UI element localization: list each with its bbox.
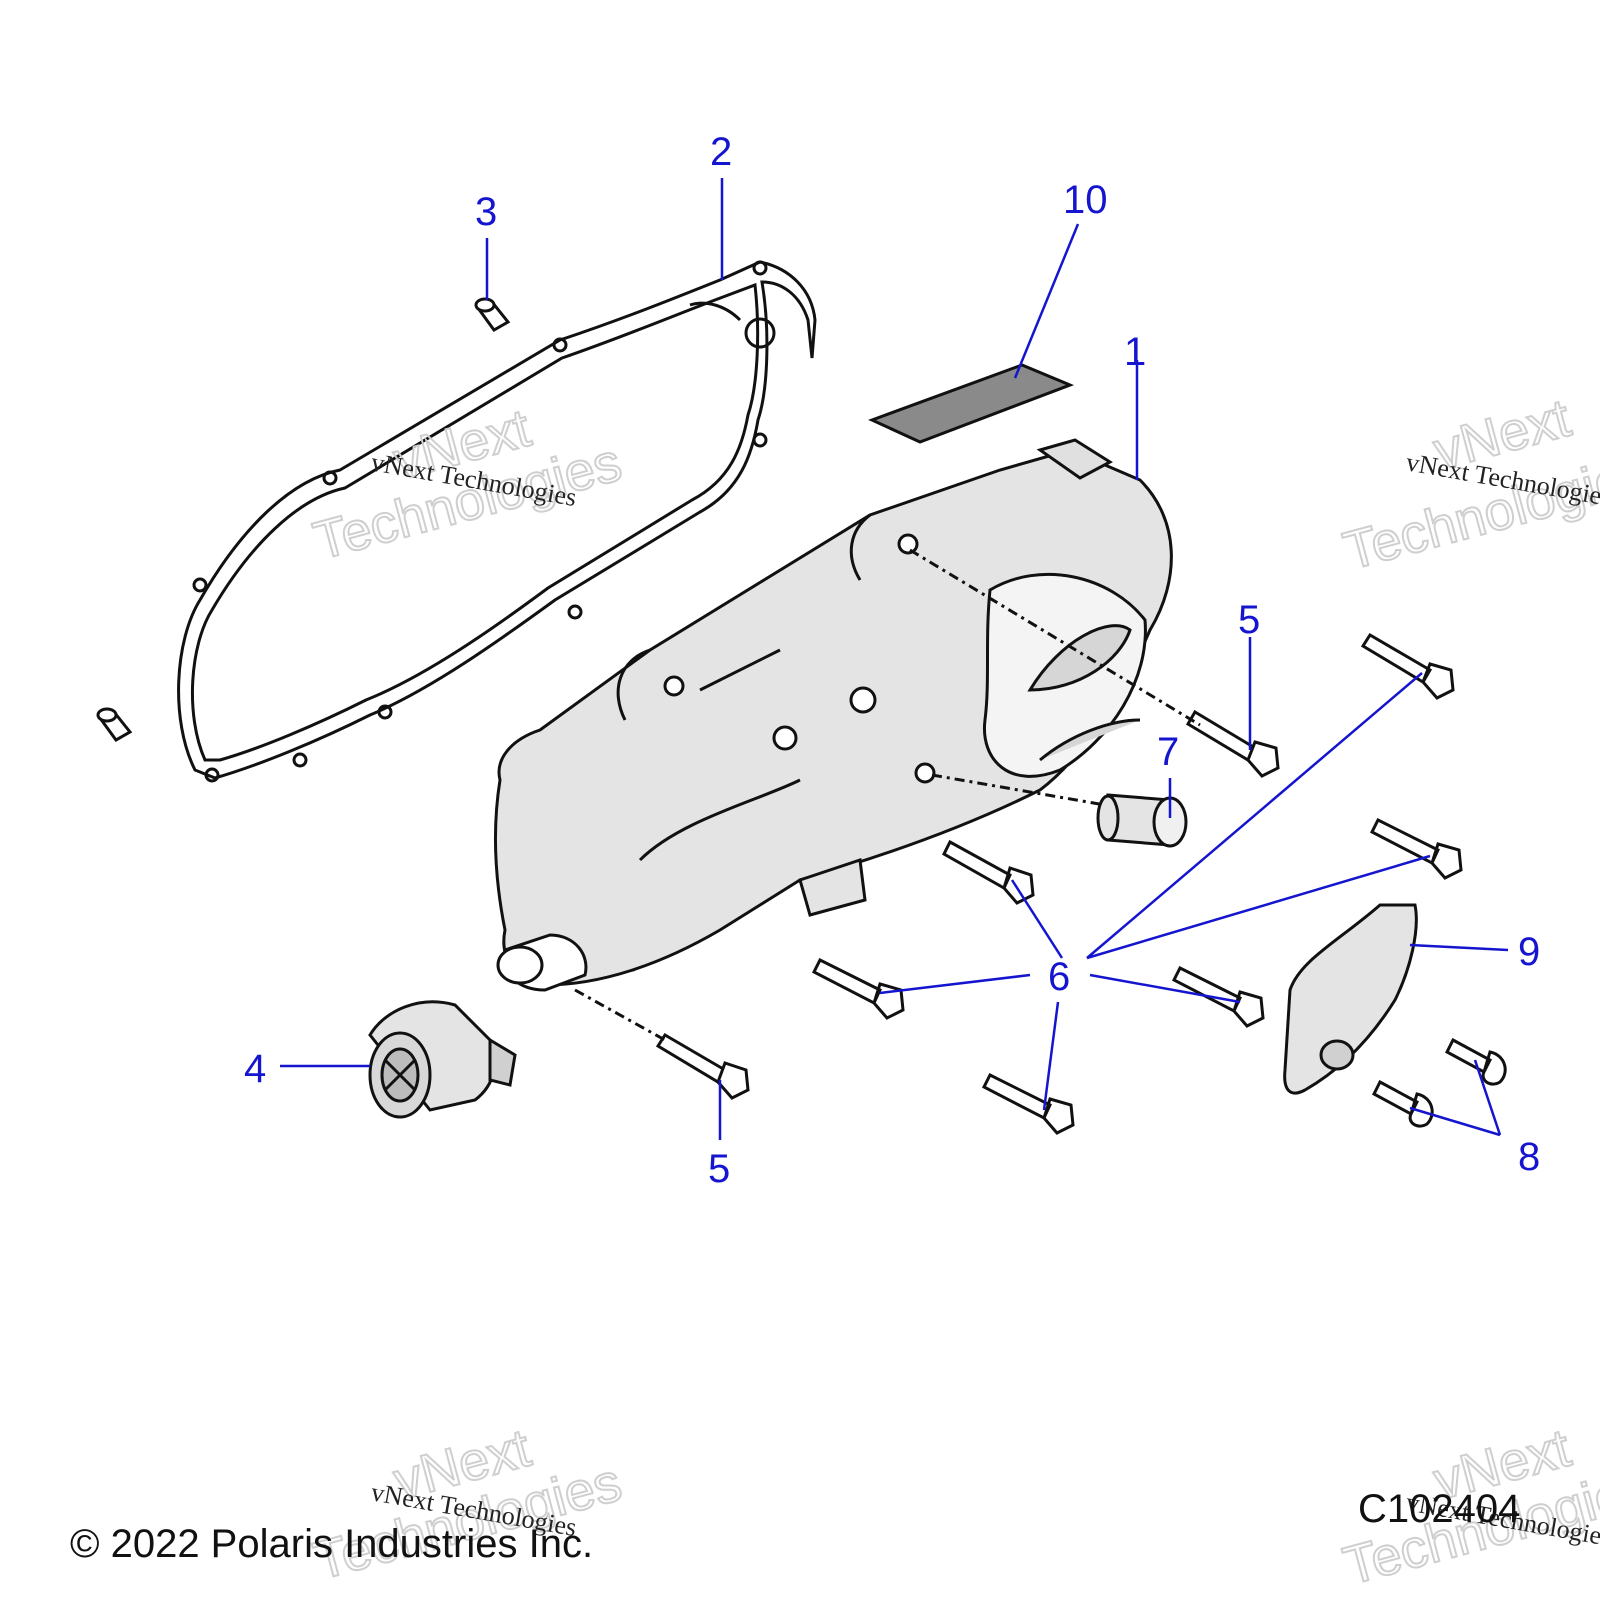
copyright-text: © 2022 Polaris Industries Inc. bbox=[70, 1522, 594, 1566]
gasket-part-2 bbox=[177, 260, 817, 783]
callout-leader-lines bbox=[280, 178, 1509, 1140]
screws-part-8 bbox=[1372, 1037, 1507, 1128]
dowel-pin-part-3 bbox=[474, 297, 511, 332]
callout-8: 8 bbox=[1518, 1135, 1540, 1179]
callout-9: 9 bbox=[1518, 930, 1540, 974]
callout-numbers: 1 2 3 4 5 5 6 7 8 9 10 bbox=[244, 130, 1540, 1191]
callout-10: 10 bbox=[1063, 178, 1108, 222]
cover-plate-part-9 bbox=[1283, 903, 1418, 1095]
assembly-lines bbox=[574, 548, 1201, 1042]
intake-boot-part-4 bbox=[368, 1000, 517, 1119]
dowel-pin-part-3-lower bbox=[96, 707, 133, 742]
drawing-id: C102404 bbox=[1358, 1487, 1521, 1531]
callout-3: 3 bbox=[475, 190, 497, 234]
bolt-part-5-upper bbox=[1185, 709, 1280, 778]
callout-5-upper: 5 bbox=[1238, 598, 1260, 642]
watermark-upper-left: vNext Technologies vNext Technologies bbox=[307, 397, 629, 573]
callout-7: 7 bbox=[1157, 730, 1179, 774]
clutch-cover-part-1 bbox=[493, 438, 1173, 992]
bolt-part-5-lower bbox=[655, 1032, 750, 1100]
callout-2: 2 bbox=[710, 130, 732, 174]
label-decal-part-10 bbox=[868, 363, 1075, 444]
callout-4: 4 bbox=[244, 1047, 266, 1091]
callout-5-lower: 5 bbox=[708, 1147, 730, 1191]
plug-part-7 bbox=[1096, 793, 1188, 848]
callout-6: 6 bbox=[1048, 955, 1070, 999]
callout-1: 1 bbox=[1124, 330, 1146, 374]
watermark-upper-right: vNext Technologies vNext Technologies bbox=[1337, 387, 1600, 583]
